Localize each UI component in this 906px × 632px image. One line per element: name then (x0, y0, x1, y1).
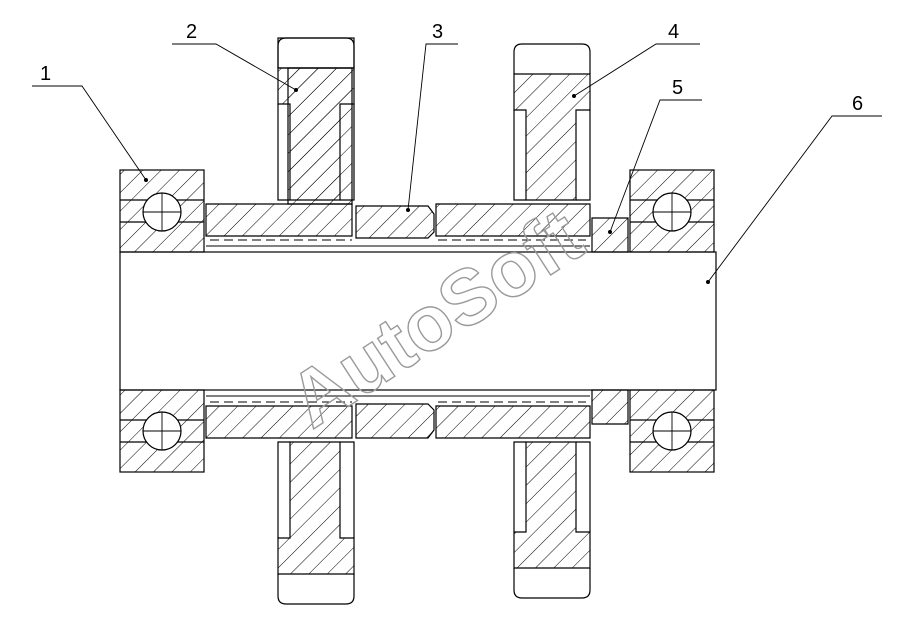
part-number-2: 2 (186, 21, 197, 43)
left-bearing (119, 169, 205, 473)
part-number-6: 6 (852, 93, 863, 115)
ball-icon (142, 411, 182, 451)
part-number-4: 4 (668, 21, 679, 43)
right-bearing (629, 169, 715, 473)
callout-2: 2 (172, 21, 298, 92)
part-number-3: 3 (432, 21, 443, 43)
spacer (355, 205, 435, 439)
shaft (119, 245, 717, 397)
sleeve (591, 217, 629, 425)
callouts: 1 2 3 4 5 6 (32, 21, 882, 284)
ball-icon (652, 192, 692, 232)
right-gear (435, 43, 591, 599)
callout-4: 4 (572, 21, 700, 98)
callout-3: 3 (406, 21, 458, 212)
callout-6: 6 (706, 93, 882, 284)
ball-icon (652, 411, 692, 451)
ball-icon (142, 192, 182, 232)
part-number-1: 1 (40, 63, 51, 85)
callout-1: 1 (32, 63, 148, 182)
callout-5: 5 (608, 77, 702, 234)
part-number-5: 5 (672, 77, 683, 99)
left-gear (205, 37, 355, 605)
